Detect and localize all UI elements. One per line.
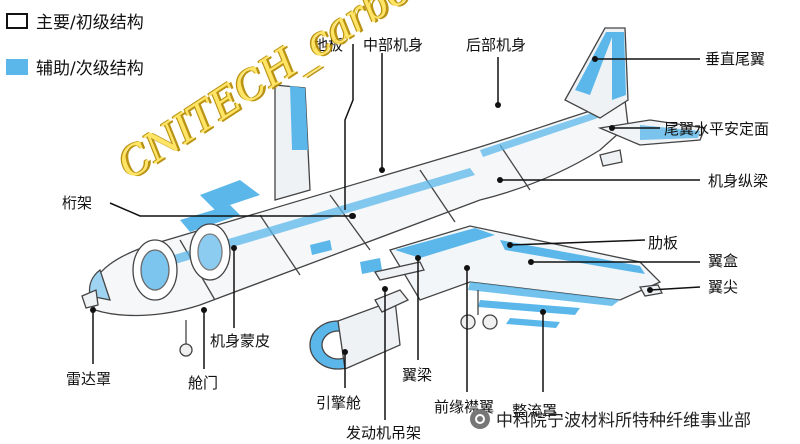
label-wing-tip: 翼尖 xyxy=(708,278,739,296)
label-rib: 肋板 xyxy=(648,234,679,252)
legend-secondary: 辅助/次级结构 xyxy=(6,54,144,79)
label-stringer: 桁架 xyxy=(62,194,93,212)
label-spar: 翼梁 xyxy=(402,366,433,384)
legend-secondary-swatch xyxy=(6,58,28,75)
label-pylon: 发动机吊架 xyxy=(346,424,422,442)
leader-floor xyxy=(344,44,354,210)
label-radome: 雷达罩 xyxy=(66,370,112,388)
label-hatch: 舱门 xyxy=(188,374,219,392)
label-fairing: 整流罩 xyxy=(512,402,558,420)
credit: 中科院宁波材料所特种纤维事业部 xyxy=(470,406,751,431)
label-longeron: 机身纵梁 xyxy=(708,172,769,190)
label-fuselage-skin: 机身蒙皮 xyxy=(210,332,271,350)
legend-primary-swatch xyxy=(6,12,28,29)
leader-wing-tip xyxy=(649,286,701,291)
leader-lines xyxy=(92,44,701,420)
label-horizontal-stabilizer: 尾翼水平安定面 xyxy=(664,120,770,138)
label-floor: 地板 xyxy=(313,36,344,54)
label-wing-box: 翼盒 xyxy=(708,252,739,270)
legend-primary-label: 主要/初级结构 xyxy=(36,13,144,33)
legend-secondary-label: 辅助/次级结构 xyxy=(36,59,144,79)
legend-primary: 主要/初级结构 xyxy=(6,8,144,33)
label-vertical-tail: 垂直尾翼 xyxy=(705,50,766,68)
label-nacelle: 引擎舱 xyxy=(316,394,362,412)
leader-rib xyxy=(509,239,646,246)
pylon-shape xyxy=(374,289,410,313)
credit-text: 中科院宁波材料所特种纤维事业部 xyxy=(496,411,751,431)
wechat-icon xyxy=(470,408,490,429)
label-rear-fuselage: 后部机身 xyxy=(466,36,527,54)
leader-stringer xyxy=(109,202,352,217)
label-center-fuselage: 中部机身 xyxy=(363,36,424,54)
